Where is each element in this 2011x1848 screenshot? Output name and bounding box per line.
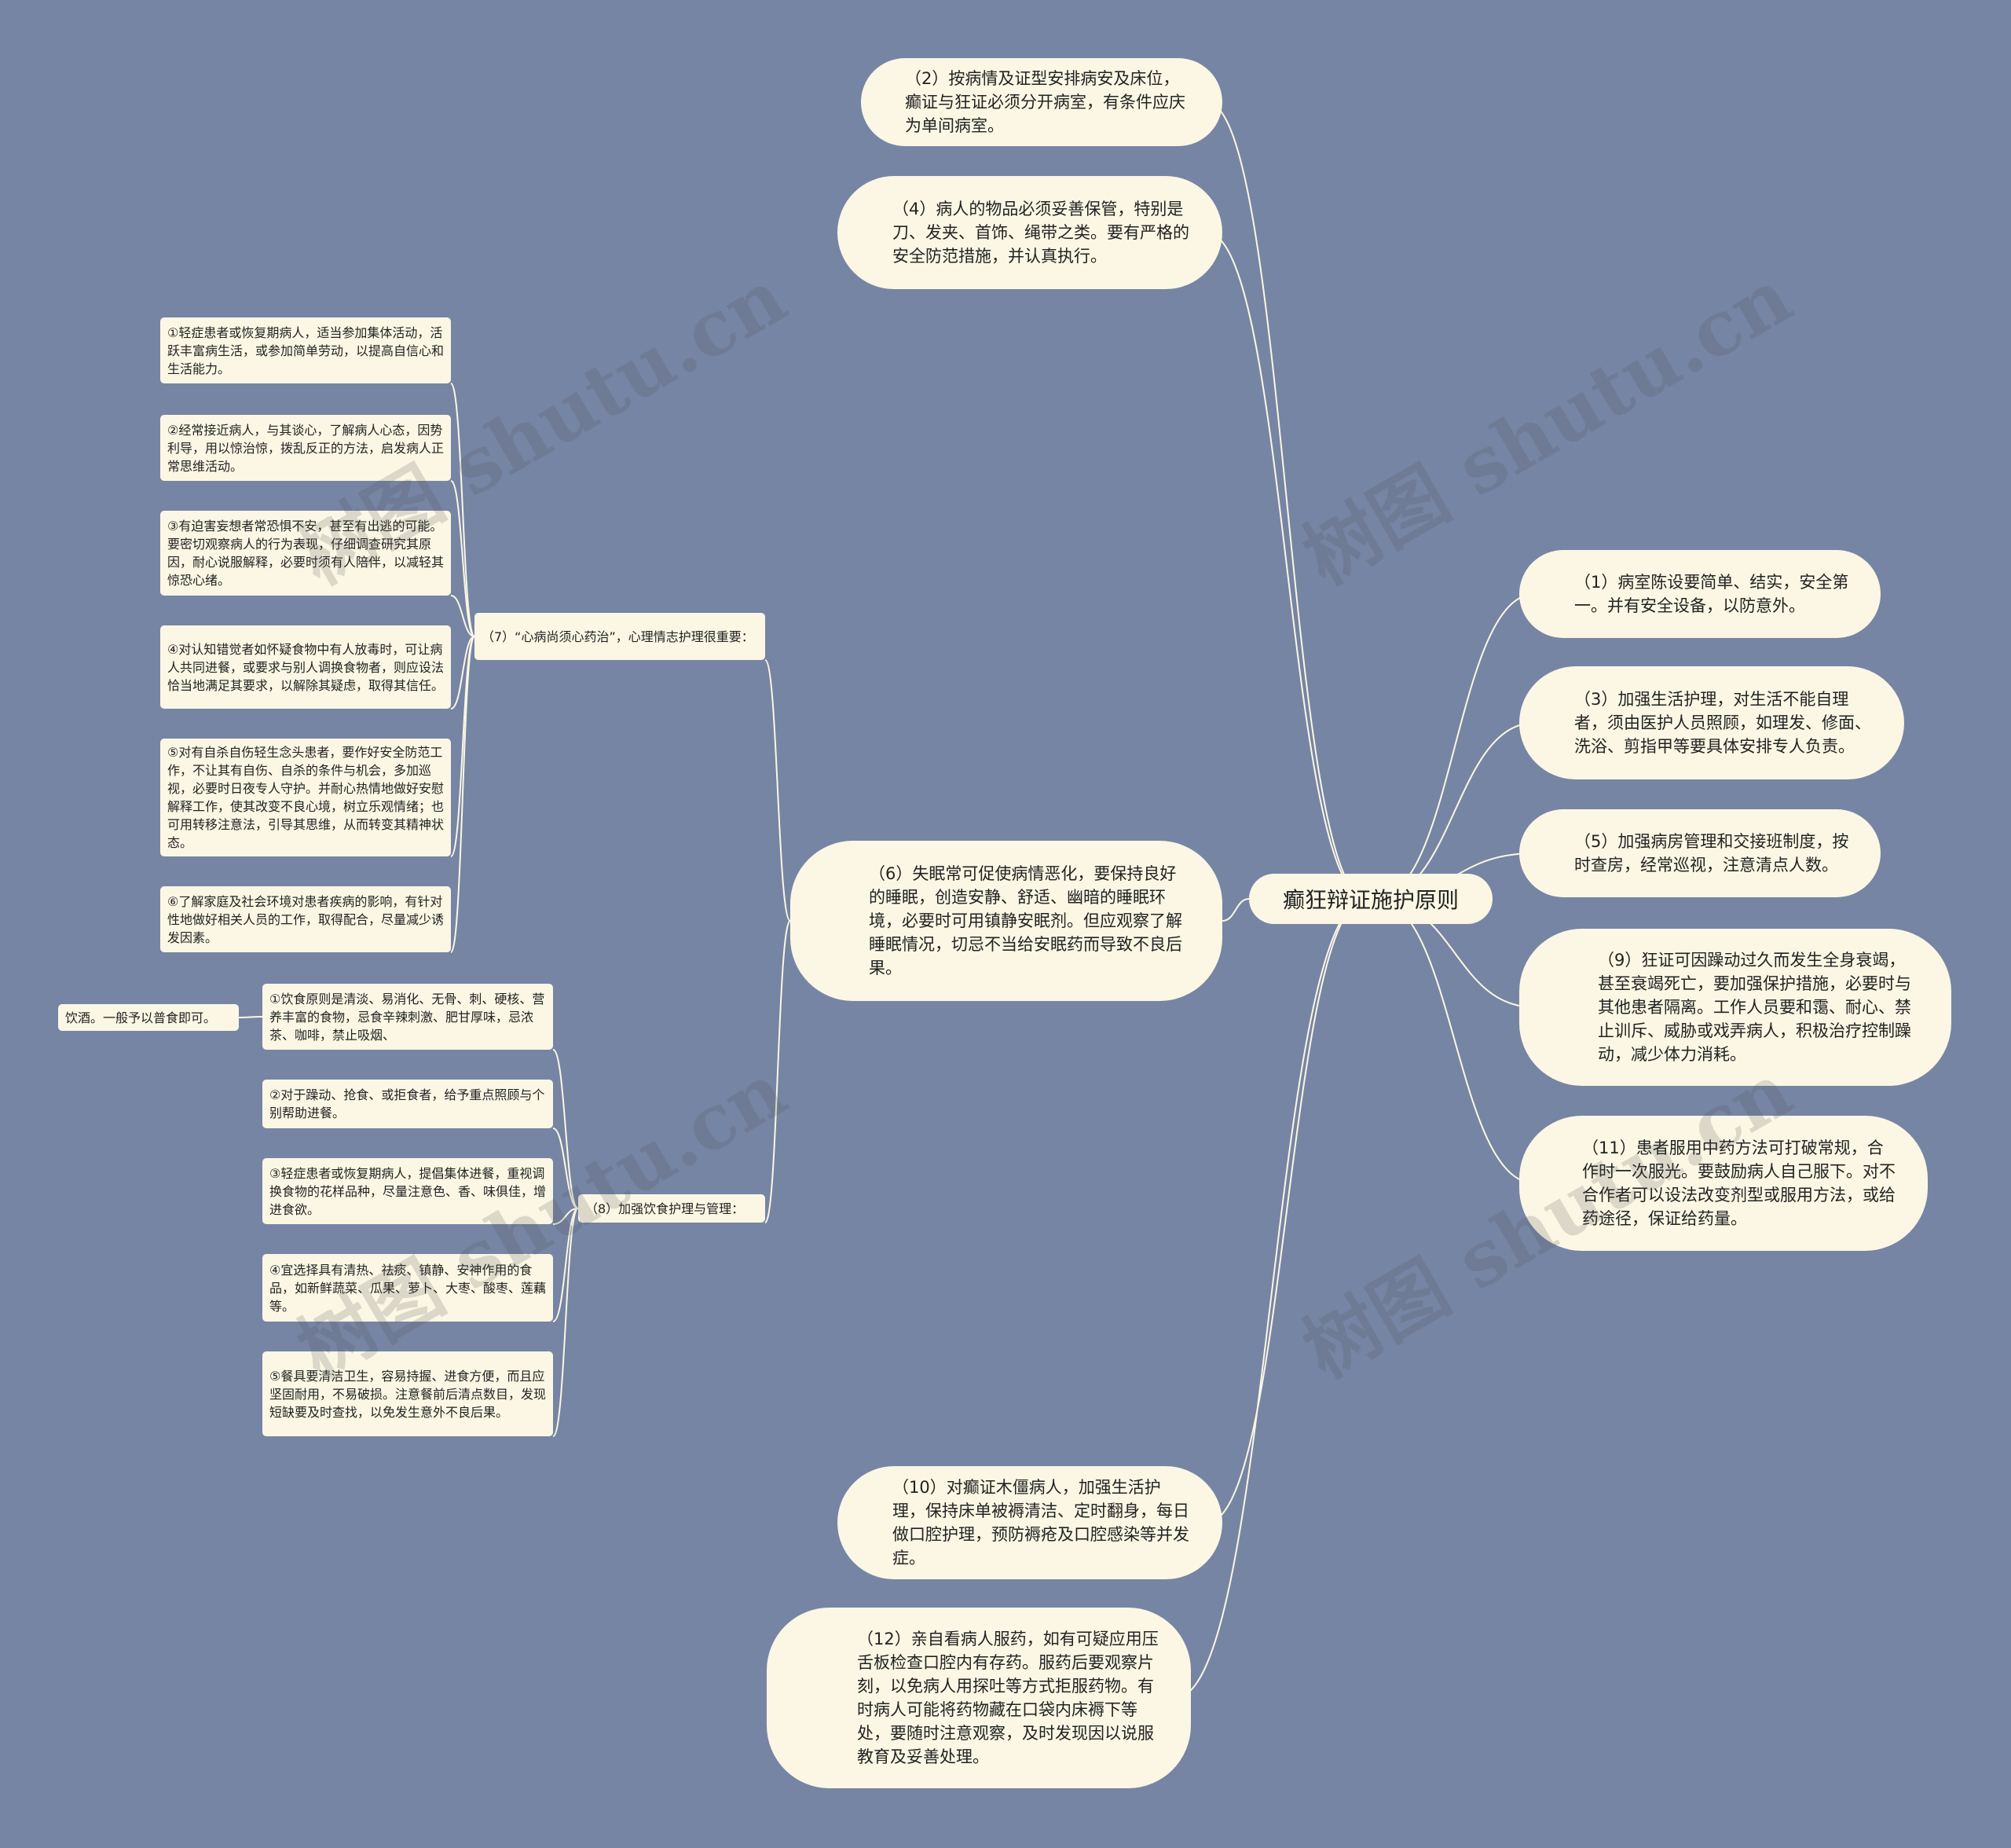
- link-root-n2: [1206, 101, 1368, 900]
- topic-node-7[interactable]: （7）“心病尚须心药治”，心理情志护理很重要：: [474, 613, 765, 660]
- link-root-n10: [1206, 898, 1368, 1524]
- link-root-n12: [1174, 898, 1368, 1699]
- link-root-n11: [1374, 898, 1536, 1184]
- topic-node-2[interactable]: （2）按病情及证型安排病安及床位，癫证与狂证必须分开病室，有条件应庆为单间病室。: [861, 58, 1222, 146]
- subtopic-8-2[interactable]: ②对于躁动、抢食、或拒食者，给予重点照顾与个别帮助进餐。: [262, 1080, 553, 1128]
- topic-node-3[interactable]: （3）加强生活护理，对生活不能自理者，须由医护人员照顾，如理发、修面、洗浴、剪指…: [1519, 666, 1904, 779]
- topic-node-10[interactable]: （10）对癫证木僵病人，加强生活护理，保持床单被褥清洁、定时翻身，每日做口腔护理…: [837, 1466, 1222, 1579]
- topic-node-11[interactable]: （11）患者服用中药方法可打破常规，合作时一次服光。要鼓励病人自己服下。对不合作…: [1519, 1116, 1928, 1251]
- link-root-n6: [1222, 898, 1250, 922]
- link-g8-g8c3: [552, 1208, 579, 1225]
- root-topic[interactable]: 癫狂辩证施护原则: [1249, 874, 1493, 924]
- link-n6-g7: [764, 659, 791, 922]
- link-g7-g7c6: [450, 636, 475, 953]
- subtopic-8-1[interactable]: ①饮食原则是清淡、易消化、无骨、刺、硬核、营养丰富的食物，忌食辛辣刺激、肥甘厚味…: [262, 984, 553, 1050]
- topic-node-5[interactable]: （5）加强病房管理和交接班制度，按时查房，经常巡视，注意清点人数。: [1519, 809, 1881, 897]
- link-root-n4: [1206, 232, 1368, 900]
- topic-node-4[interactable]: （4）病人的物品必须妥善保管，特别是刀、发夹、首饰、绳带之类。要有严格的安全防范…: [837, 176, 1222, 289]
- link-g7-g7c2: [450, 480, 475, 637]
- subtopic-7-6[interactable]: ⑥了解家庭及社会环境对患者疾病的影响，有针对性地做好相关人员的工作，取得配合，尽…: [160, 886, 451, 952]
- subtopic-8-4[interactable]: ④宜选择具有清热、祛痰、镇静、安神作用的食品，如新鲜蔬菜、瓜果、萝卜、大枣、酸枣…: [262, 1254, 553, 1322]
- link-g8c1-leaf: [238, 1016, 263, 1018]
- link-n6-g8: [764, 920, 791, 1223]
- subtopic-7-2[interactable]: ②经常接近病人，与其谈心，了解病人心态，因势利导，用以惊治惊，拨乱反正的方法，启…: [160, 415, 451, 481]
- subtopic-8-1-leaf[interactable]: 饮酒。一般予以普食即可。: [58, 1004, 239, 1031]
- link-g8-g8c5: [552, 1208, 579, 1437]
- link-g7-g7c1: [450, 383, 475, 637]
- topic-node-9[interactable]: （9）狂证可因躁动过久而发生全身衰竭，甚至衰竭死亡，要加强保护措施，必要时与其他…: [1519, 929, 1951, 1086]
- topic-node-1[interactable]: （1）病室陈设要简单、结实，安全第一。并有安全设备，以防意外。: [1519, 550, 1881, 638]
- subtopic-8-5[interactable]: ⑤餐具要清洁卫生，容易持握、进食方便，而且应坚固耐用，不易破损。注意餐前后清点数…: [262, 1351, 553, 1436]
- topic-node-12[interactable]: （12）亲自看病人服药，如有可疑应用压舌板检查口腔内有存药。服药后要观察片刻，以…: [767, 1608, 1191, 1788]
- link-g7-g7c3: [450, 595, 475, 637]
- topic-node-6[interactable]: （6）失眠常可促使病情恶化，要保持良好的睡眠，创造安静、舒适、幽暗的睡眠环境，必…: [790, 841, 1222, 1001]
- subtopic-8-3[interactable]: ③轻症患者或恢复期病人，提倡集体进餐，重视调换食物的花样品种，尽量注意色、香、味…: [262, 1158, 553, 1224]
- subtopic-7-1[interactable]: ①轻症患者或恢复期病人，适当参加集体活动，活跃丰富病生活，或参加简单劳动，以提高…: [160, 317, 451, 383]
- link-g8-g8c2: [552, 1128, 579, 1209]
- link-g8-g8c4: [552, 1208, 579, 1322]
- link-g8-g8c1: [552, 1049, 579, 1209]
- subtopic-7-5[interactable]: ⑤对有自杀自伤轻生念头患者，要作好安全防范工作，不让其有自伤、自杀的条件与机会，…: [160, 739, 451, 856]
- subtopic-7-3[interactable]: ③有迫害妄想者常恐惧不安，甚至有出逃的可能。要密切观察病人的行为表现，仔细调查研…: [160, 511, 451, 596]
- subtopic-7-4[interactable]: ④对认知错觉者如怀疑食物中有人放毒时，可让病人共同进餐，或要求与别人调换食物者，…: [160, 625, 451, 709]
- link-root-n1: [1374, 593, 1536, 900]
- link-g7-g7c4: [450, 636, 475, 710]
- topic-node-8[interactable]: （8）加强饮食护理与管理：: [578, 1194, 765, 1223]
